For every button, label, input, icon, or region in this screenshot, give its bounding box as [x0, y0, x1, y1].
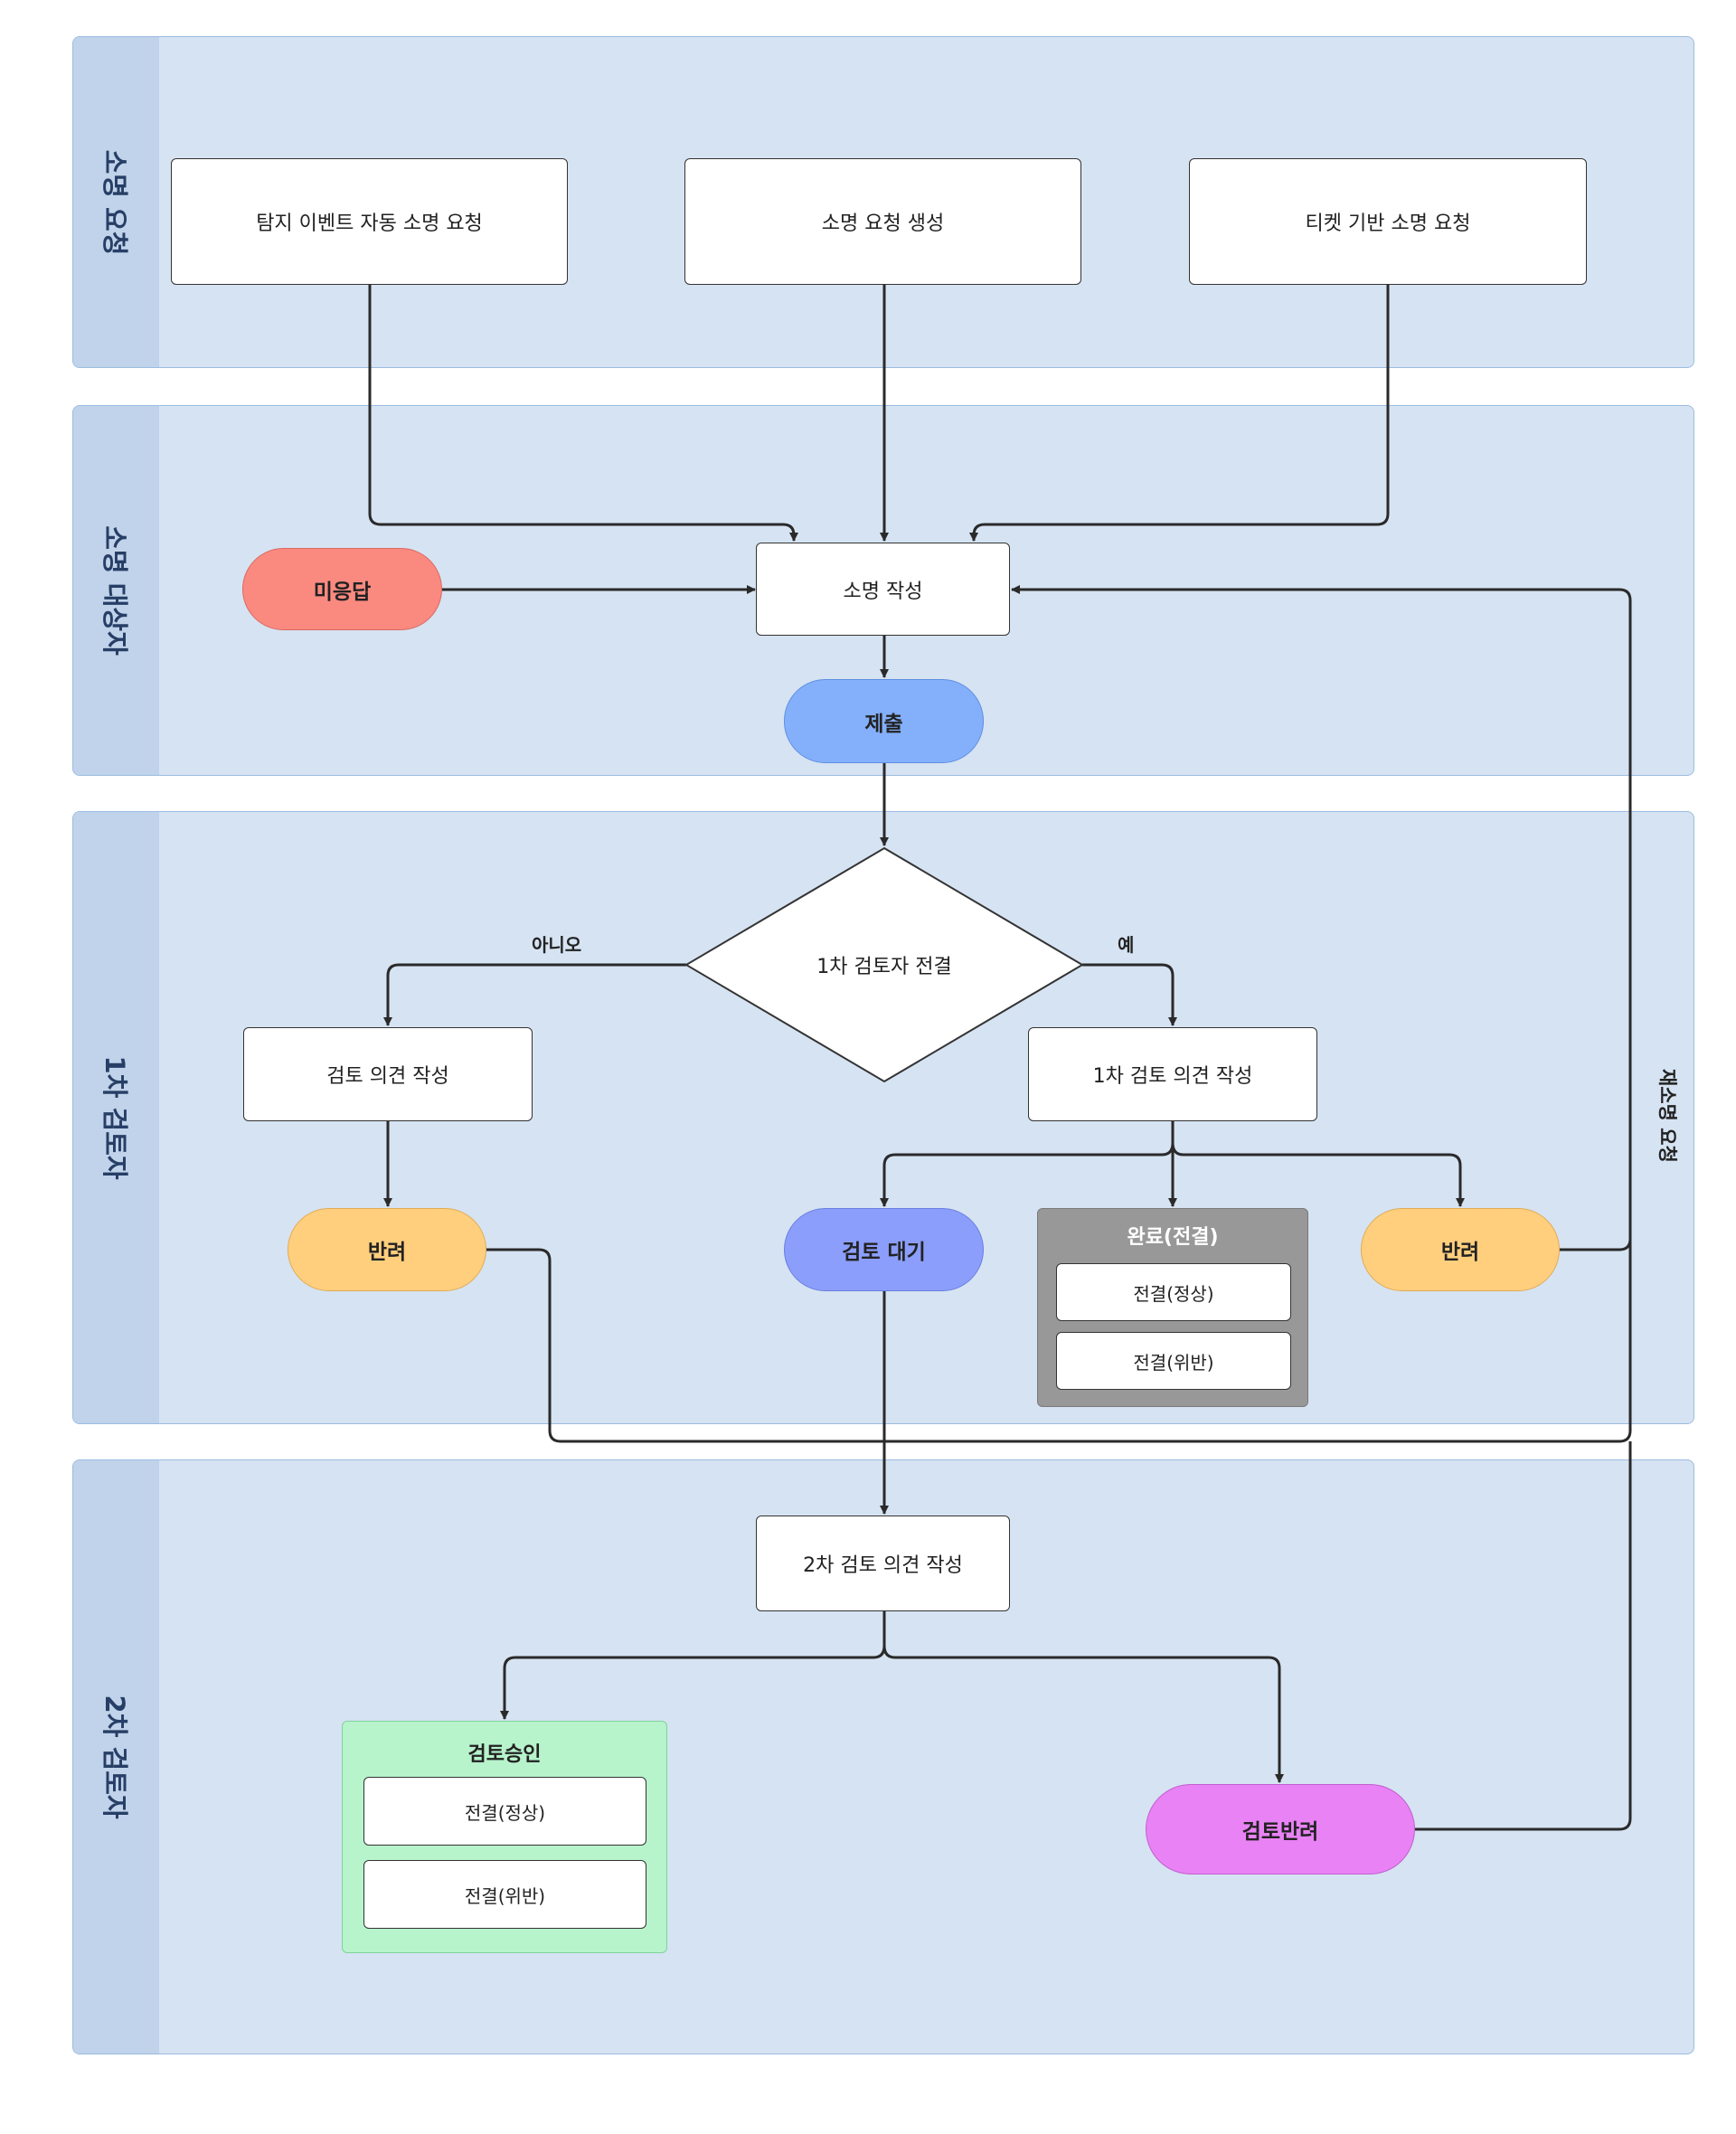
edge-label-re-request: 재소명 요청 — [1656, 1069, 1678, 1163]
write-explanation-node: 소명 작성 — [756, 543, 1010, 636]
ticket-request-node: 티켓 기반 소명 요청 — [1189, 158, 1587, 285]
approval-group: 검토승인 전결(정상) 전결(위반) — [342, 1721, 667, 1953]
edge-decision-no — [383, 963, 686, 1026]
submit-node: 제출 — [784, 679, 984, 763]
no-response-node: 미응답 — [242, 548, 442, 630]
decision-diamond — [684, 846, 1084, 1083]
edge-label-no: 아니오 — [532, 934, 582, 956]
review2-opinion-node: 2차 검토 의견 작성 — [756, 1516, 1010, 1611]
edge-return-right-loop — [1560, 1238, 1632, 1251]
lane-header: 소명 요청 — [73, 37, 159, 367]
review-reject-node: 검토반려 — [1146, 1784, 1415, 1874]
create-request-node: 소명 요청 생성 — [684, 158, 1081, 285]
approval-item-normal: 전결(정상) — [363, 1777, 646, 1846]
edge-detect-to-write — [368, 285, 798, 542]
complete-item-violation: 전결(위반) — [1056, 1332, 1291, 1390]
complete-group-title: 완료(전결) — [1127, 1226, 1219, 1249]
pending-review-node: 검토 대기 — [784, 1208, 984, 1291]
complete-group: 완료(전결) 전결(정상) 전결(위반) — [1037, 1208, 1308, 1407]
edge-ticket-to-write — [969, 285, 1390, 542]
review1-opinion-node: 1차 검토 의견 작성 — [1028, 1027, 1317, 1121]
review-opinion-node: 검토 의견 작성 — [243, 1027, 533, 1121]
edge-decision-yes — [1082, 963, 1177, 1026]
detect-event-request-node: 탐지 이벤트 자동 소명 요청 — [171, 158, 568, 285]
edge-review2-to-reject — [882, 1611, 1284, 1783]
edge-review1-to-pending — [880, 1121, 1175, 1207]
edge-review1-to-return — [1171, 1121, 1465, 1207]
return-left-node: 반려 — [288, 1208, 486, 1291]
decision-label: 1차 검토자 전결 — [816, 956, 952, 978]
lane-header: 소명 대상자 — [73, 406, 159, 775]
edge-label-yes: 예 — [1118, 934, 1135, 956]
return-right-node: 반려 — [1361, 1208, 1560, 1291]
lane-header: 2차 검토자 — [73, 1460, 159, 2054]
approval-item-violation: 전결(위반) — [363, 1860, 646, 1929]
edge-return-left-loop — [486, 585, 1632, 1443]
lane-header: 1차 검토자 — [73, 812, 159, 1423]
edge-reject-loop — [1415, 1441, 1632, 1831]
complete-item-normal: 전결(정상) — [1056, 1263, 1291, 1321]
edge-review2-to-approval — [500, 1611, 886, 1720]
approval-group-title: 검토승인 — [467, 1743, 542, 1766]
